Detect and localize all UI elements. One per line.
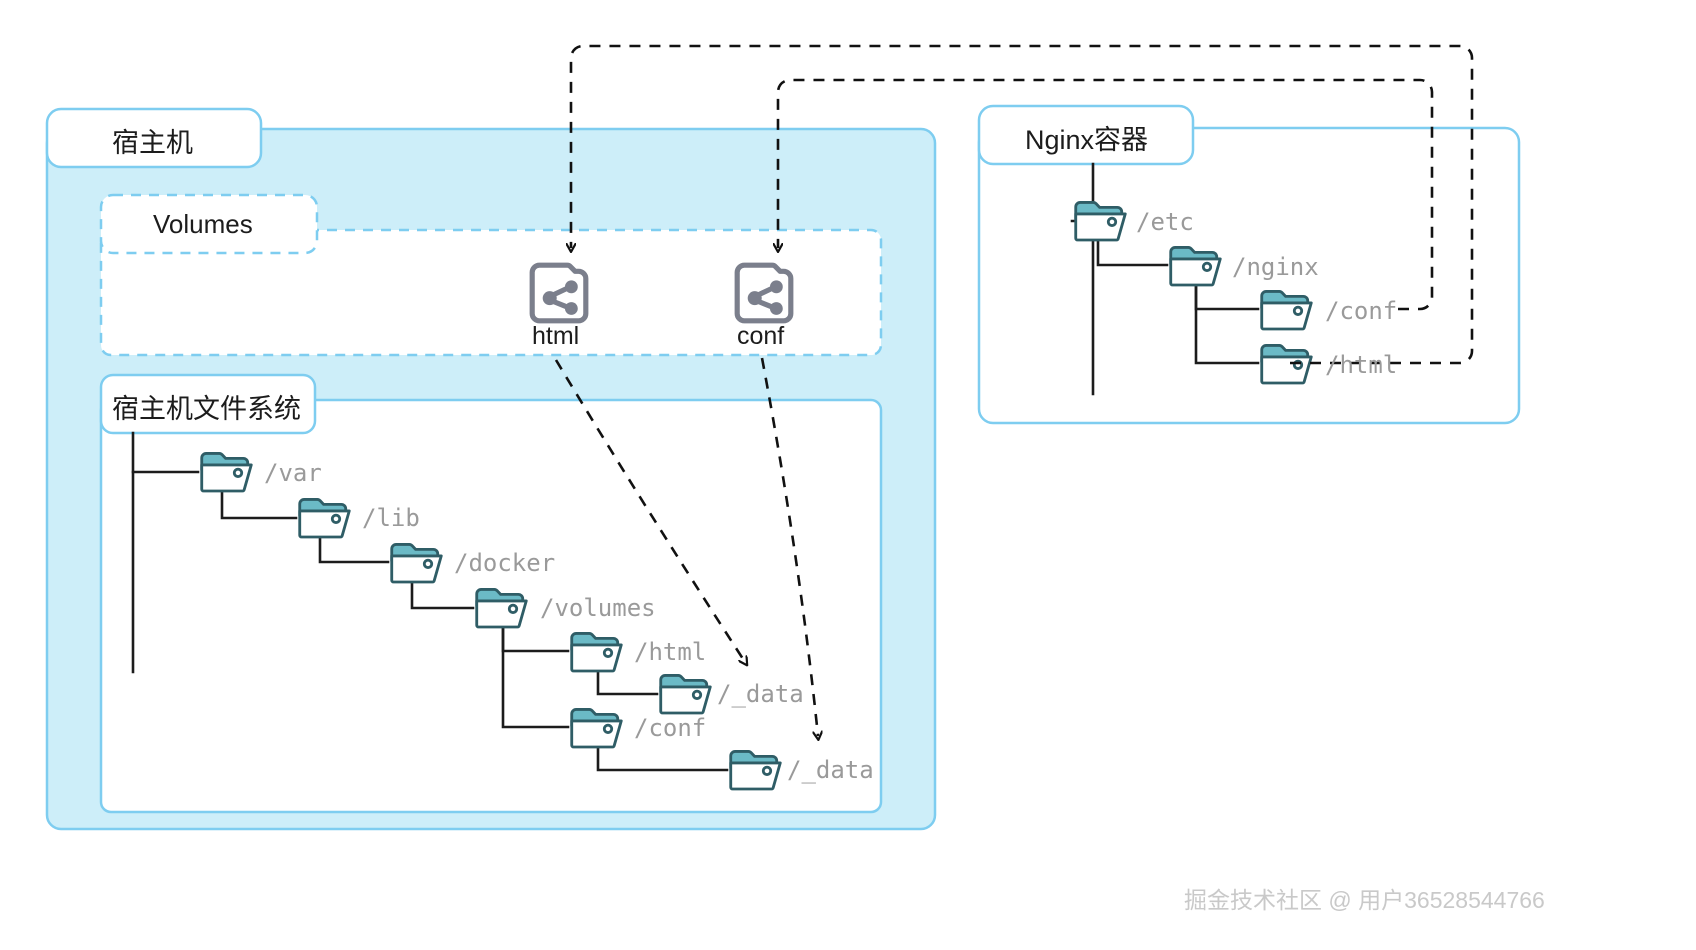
folder-icon-conf (570, 707, 623, 749)
folder-icon-etc (1074, 200, 1127, 242)
folder-icon-conf-data (729, 749, 782, 791)
nginx-title-chip (977, 104, 1195, 166)
volumes-body (99, 228, 883, 357)
folder-icon-html (570, 631, 623, 673)
folder-icon-ctr-conf (1260, 289, 1313, 331)
volumes-title-chip (99, 193, 319, 255)
folder-icon-volumes (475, 587, 528, 629)
nginx-container (977, 104, 1521, 425)
mount-link-html-container (571, 44, 1474, 365)
shared-folder-icon-html[interactable] (532, 265, 586, 321)
mount-link-conf-container (778, 78, 1434, 311)
mount-link-html-host (554, 359, 745, 662)
volume-conf[interactable] (737, 265, 791, 321)
host-filesystem-title-chip (99, 373, 317, 435)
folder-icon-nginx (1169, 245, 1222, 287)
volume-html[interactable] (532, 265, 586, 321)
host-title-chip (45, 107, 263, 169)
folder-icon-ctr-html (1260, 343, 1313, 385)
watermark-text: 掘金技术社区 @ 用户36528544766 (1184, 887, 1545, 913)
shared-folder-icon-conf[interactable] (737, 265, 791, 321)
folder-icon-lib (298, 497, 351, 539)
folder-icon-docker (390, 542, 443, 584)
volumes-group (99, 193, 883, 357)
folder-icon-var (200, 451, 253, 493)
nginx-body (977, 126, 1521, 425)
folder-icon-html-data (659, 673, 712, 715)
host-tree-connectors (131, 431, 729, 772)
